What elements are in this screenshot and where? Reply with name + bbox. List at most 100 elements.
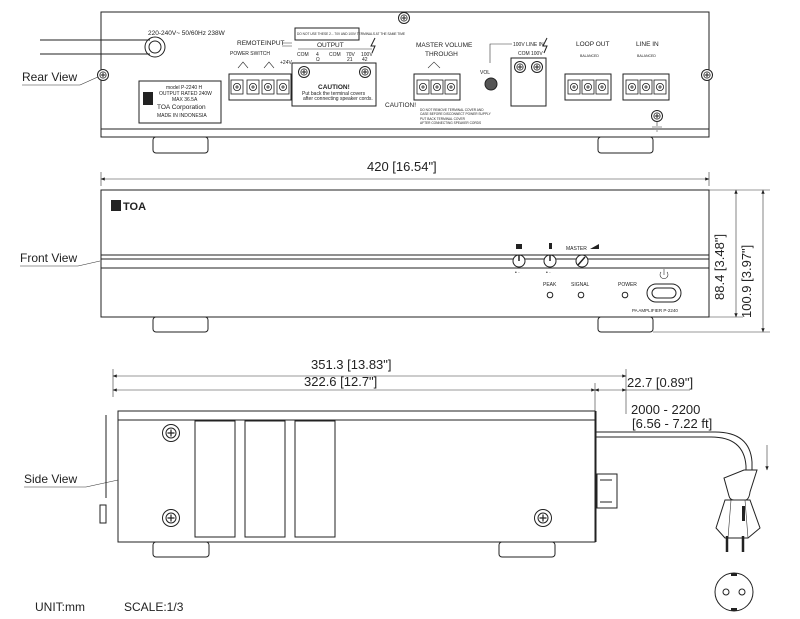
- term-screw-icon: [531, 61, 543, 73]
- total-height-text: 100.9 [3.97"]: [739, 245, 754, 318]
- plug-face-icon: [714, 572, 754, 612]
- master-volume-label: MASTER VOLUME: [416, 42, 473, 49]
- power-plug-icon: [715, 499, 761, 552]
- input-icon-1: [516, 244, 522, 249]
- rear-view: Rear View 220-240V~ 50/60Hz 238W model P…: [22, 11, 713, 154]
- peak-led: [546, 291, 554, 299]
- term-screw-icon: [514, 61, 526, 73]
- out-term-com1: COM: [297, 52, 309, 58]
- front-model-text: PA AMPLIFIER P-2240: [632, 308, 678, 313]
- signal-led: [577, 291, 585, 299]
- cover-screw-icon: [298, 66, 310, 78]
- rear-screw-top-icon: [398, 12, 410, 24]
- out-term-70v: 70V: [346, 52, 356, 58]
- rear-screw-left-icon: [97, 69, 109, 81]
- high-voltage-icon: [542, 37, 548, 54]
- line-in-bal-label: BALANCED: [637, 54, 656, 58]
- side-view-label: Side View: [24, 472, 77, 486]
- caution-note-2: CASE BEFORE DISCONNECT POWER SUPPLY: [420, 112, 492, 116]
- loop-out-bal-label: BALANCED: [580, 54, 599, 58]
- front-view-label: Front View: [20, 251, 77, 265]
- input-rating-text: +24V: [280, 60, 292, 66]
- power-led-label: POWER: [618, 282, 637, 288]
- line-in-label: LINE IN: [636, 41, 659, 48]
- knob-scale-mark: • ·: [546, 270, 551, 276]
- caution-title: CAUTION!: [318, 84, 350, 91]
- side-vent-2: [244, 420, 286, 538]
- depth-total-text: 351.3 [13.83"]: [311, 357, 392, 372]
- caution-text-2: after connecting speaker cords.: [303, 96, 373, 102]
- out-sub-21: 21: [347, 57, 353, 63]
- caution-note-3: PUT BACK TERMINAL COVER: [420, 117, 466, 121]
- front-view: Front View TOA MASTER • · • · PEAK SIGN: [20, 189, 710, 333]
- high-voltage-icon: [370, 37, 376, 54]
- height-dimensions: 88.4 [3.48"] 100.9 [3.97"]: [653, 189, 770, 333]
- front-panel-body: [100, 189, 710, 318]
- side-view: Side View 2000 - 2200 [6.56 - 7.22 ft]: [24, 402, 769, 612]
- depth-body-text: 322.6 [12.7"]: [304, 374, 377, 389]
- cord-clamp: [596, 473, 618, 509]
- out-sub-42: 42: [362, 57, 368, 63]
- power-symbol-icon: [659, 269, 669, 279]
- front-foot-right: [597, 316, 654, 333]
- vol-label: VOL: [480, 70, 490, 76]
- ground-icon: [652, 122, 662, 132]
- out-term-com2: COM: [329, 52, 341, 58]
- rear-foot-left: [152, 136, 209, 154]
- line-in-100v-term-label: 100V: [531, 51, 543, 57]
- signal-label: SIGNAL: [571, 282, 590, 288]
- rear-screw-right-icon: [701, 69, 713, 81]
- cover-screw-icon: [359, 66, 371, 78]
- corp-text: TOA Corporation: [157, 104, 206, 111]
- unit-text: UNIT:mm: [35, 600, 85, 614]
- ground-screw-icon: [651, 110, 663, 122]
- front-knob-2[interactable]: [543, 254, 557, 268]
- cord-length-ft-text: [6.56 - 7.22 ft]: [632, 416, 712, 431]
- remote-label: REMOTE: [237, 40, 265, 47]
- depth-dimensions: 351.3 [13.83"] 322.6 [12.7"] 22.7 [0.89"…: [112, 357, 693, 414]
- input-icon-2: [549, 243, 552, 249]
- output-note-text: DO NOT USE THESE 2... 70V AND 100V TERMI…: [297, 32, 405, 36]
- caution-note-1: DO NOT REMOVE TERMINAL COVER AND: [420, 108, 484, 112]
- vol-knob[interactable]: [484, 77, 498, 91]
- through-label: THROUGH: [425, 51, 458, 58]
- out-sub-ohm: Ω: [316, 57, 320, 63]
- caution-text-1: Put back the terminal covers: [302, 91, 366, 97]
- loop-out-label: LOOP OUT: [576, 41, 610, 48]
- toa-mark-icon: [143, 92, 153, 105]
- width-dimension-text: 420 [16.54"]: [367, 159, 437, 174]
- front-foot-left: [152, 316, 209, 333]
- power-switch-label: POWER SWITCH: [230, 51, 270, 57]
- cord-length-text: 2000 - 2200: [631, 402, 700, 417]
- power-led: [621, 291, 629, 299]
- side-screw-icon: [533, 508, 553, 528]
- scale-text: SCALE:1/3: [124, 600, 184, 614]
- side-vent-3: [294, 420, 336, 538]
- power-button[interactable]: [646, 283, 682, 303]
- side-foot-right: [498, 541, 556, 558]
- caution-note-4: AFTER CONNECTING SPEAKER CORDS: [420, 121, 481, 125]
- power-cord: [596, 431, 753, 470]
- output-note-box: [294, 27, 360, 41]
- front-knob-1[interactable]: [512, 254, 526, 268]
- toa-logo-icon: [111, 200, 121, 211]
- rear-view-label: Rear View: [22, 70, 77, 84]
- caution-label: CAUTION!: [385, 102, 416, 109]
- side-screw-icon: [161, 508, 181, 528]
- master-label: MASTER: [566, 246, 587, 252]
- rear-protrusion-text: 22.7 [0.89"]: [627, 375, 693, 390]
- master-knob[interactable]: [575, 254, 589, 268]
- front-height-text: 88.4 [3.48"]: [712, 234, 727, 300]
- input-label: INPUT: [265, 40, 285, 47]
- side-vent-1: [194, 420, 236, 538]
- line-in-com-label: COM: [518, 51, 530, 57]
- out-term-4: 4: [316, 52, 319, 58]
- model-text: model P-2240 H: [166, 85, 203, 91]
- made-in-text: MADE IN INDONESIA: [157, 113, 207, 119]
- side-screw-icon: [161, 423, 181, 443]
- side-panel-body: [117, 410, 596, 543]
- side-foot-left: [152, 541, 210, 558]
- width-dimension: 420 [16.54"]: [100, 159, 710, 186]
- out-term-100v: 100V: [361, 52, 373, 58]
